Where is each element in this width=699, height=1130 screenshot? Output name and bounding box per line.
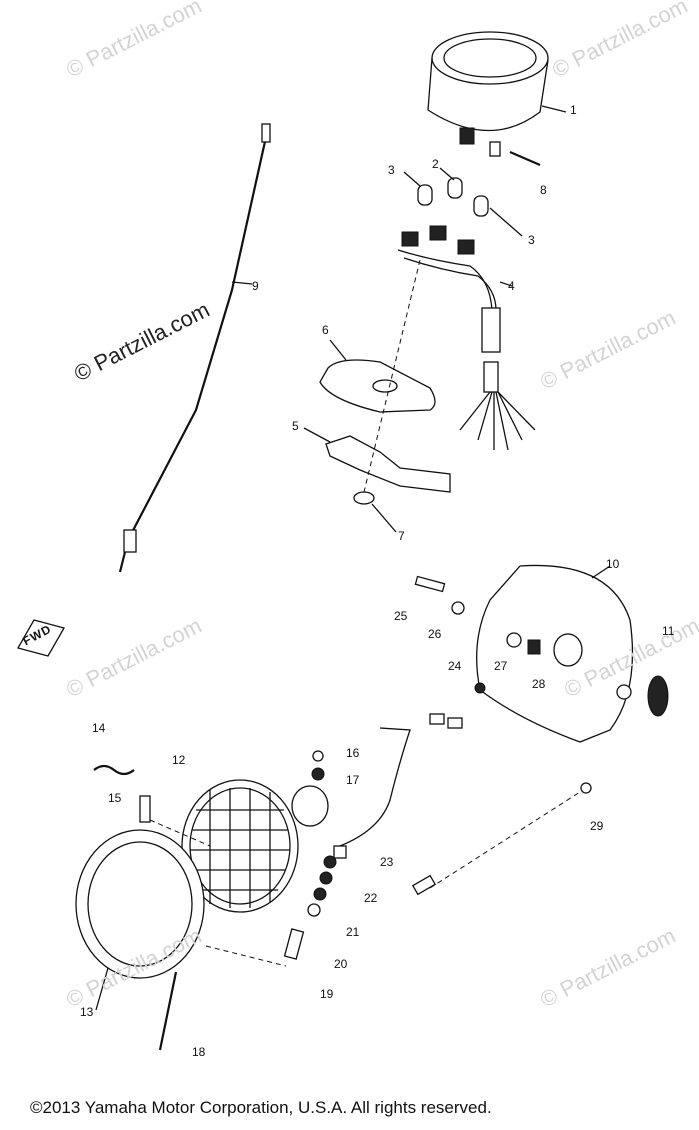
callout-13: 13	[80, 1005, 94, 1019]
sealed-beam-unit	[181, 779, 329, 913]
headlight-housing	[476, 564, 634, 743]
grommet-11	[647, 675, 669, 717]
callout-14: 14	[92, 721, 106, 735]
callout-17: 17	[346, 773, 360, 787]
callout-27: 27	[494, 659, 508, 673]
callout-6: 6	[322, 323, 329, 337]
copyright-notice: ©2013 Yamaha Motor Corporation, U.S.A. A…	[30, 1098, 492, 1117]
callout-22: 22	[364, 891, 378, 905]
meter-bracket	[319, 339, 436, 413]
callout-2: 2	[432, 157, 439, 171]
callout-8: 8	[540, 183, 547, 197]
screw-15	[139, 795, 151, 823]
callout-12: 12	[172, 753, 186, 767]
fwd-arrow	[17, 619, 65, 657]
callout-11: 11	[662, 624, 675, 638]
callout-15: 15	[108, 791, 122, 805]
callout-10: 10	[606, 557, 620, 571]
callout-20: 20	[334, 957, 348, 971]
callout-28: 28	[532, 677, 546, 691]
callout-5: 5	[292, 419, 299, 433]
callout-25: 25	[394, 609, 408, 623]
ground-wire	[411, 782, 592, 896]
screw-18	[158, 971, 178, 1051]
callout-23: 23	[380, 855, 394, 869]
headlight-rim	[75, 829, 205, 1011]
socket-harness	[397, 225, 536, 451]
callout-3: 3	[528, 233, 535, 247]
grommet-7	[353, 491, 375, 505]
callout-19: 19	[320, 987, 334, 1001]
bulbs	[403, 167, 523, 237]
meter-plate	[303, 427, 451, 493]
callout-1: 1	[570, 103, 577, 117]
spacer-19	[283, 928, 305, 960]
callout-9: 9	[252, 279, 259, 293]
callout-18: 18	[192, 1045, 206, 1059]
callout-29: 29	[590, 819, 604, 833]
housing-fasteners	[414, 575, 541, 694]
wiring-leads	[339, 713, 463, 847]
spring-14	[93, 764, 135, 776]
meter-assembly	[427, 31, 567, 157]
callout-3: 3	[388, 163, 395, 177]
callout-21: 21	[346, 925, 360, 939]
callout-4: 4	[508, 279, 515, 293]
callout-7: 7	[398, 529, 405, 543]
callout-26: 26	[428, 627, 442, 641]
speedometer-cable	[118, 123, 271, 573]
callout-24: 24	[448, 659, 462, 673]
callout-16: 16	[346, 746, 360, 760]
small-hardware	[307, 750, 347, 917]
clip-8	[509, 150, 541, 167]
